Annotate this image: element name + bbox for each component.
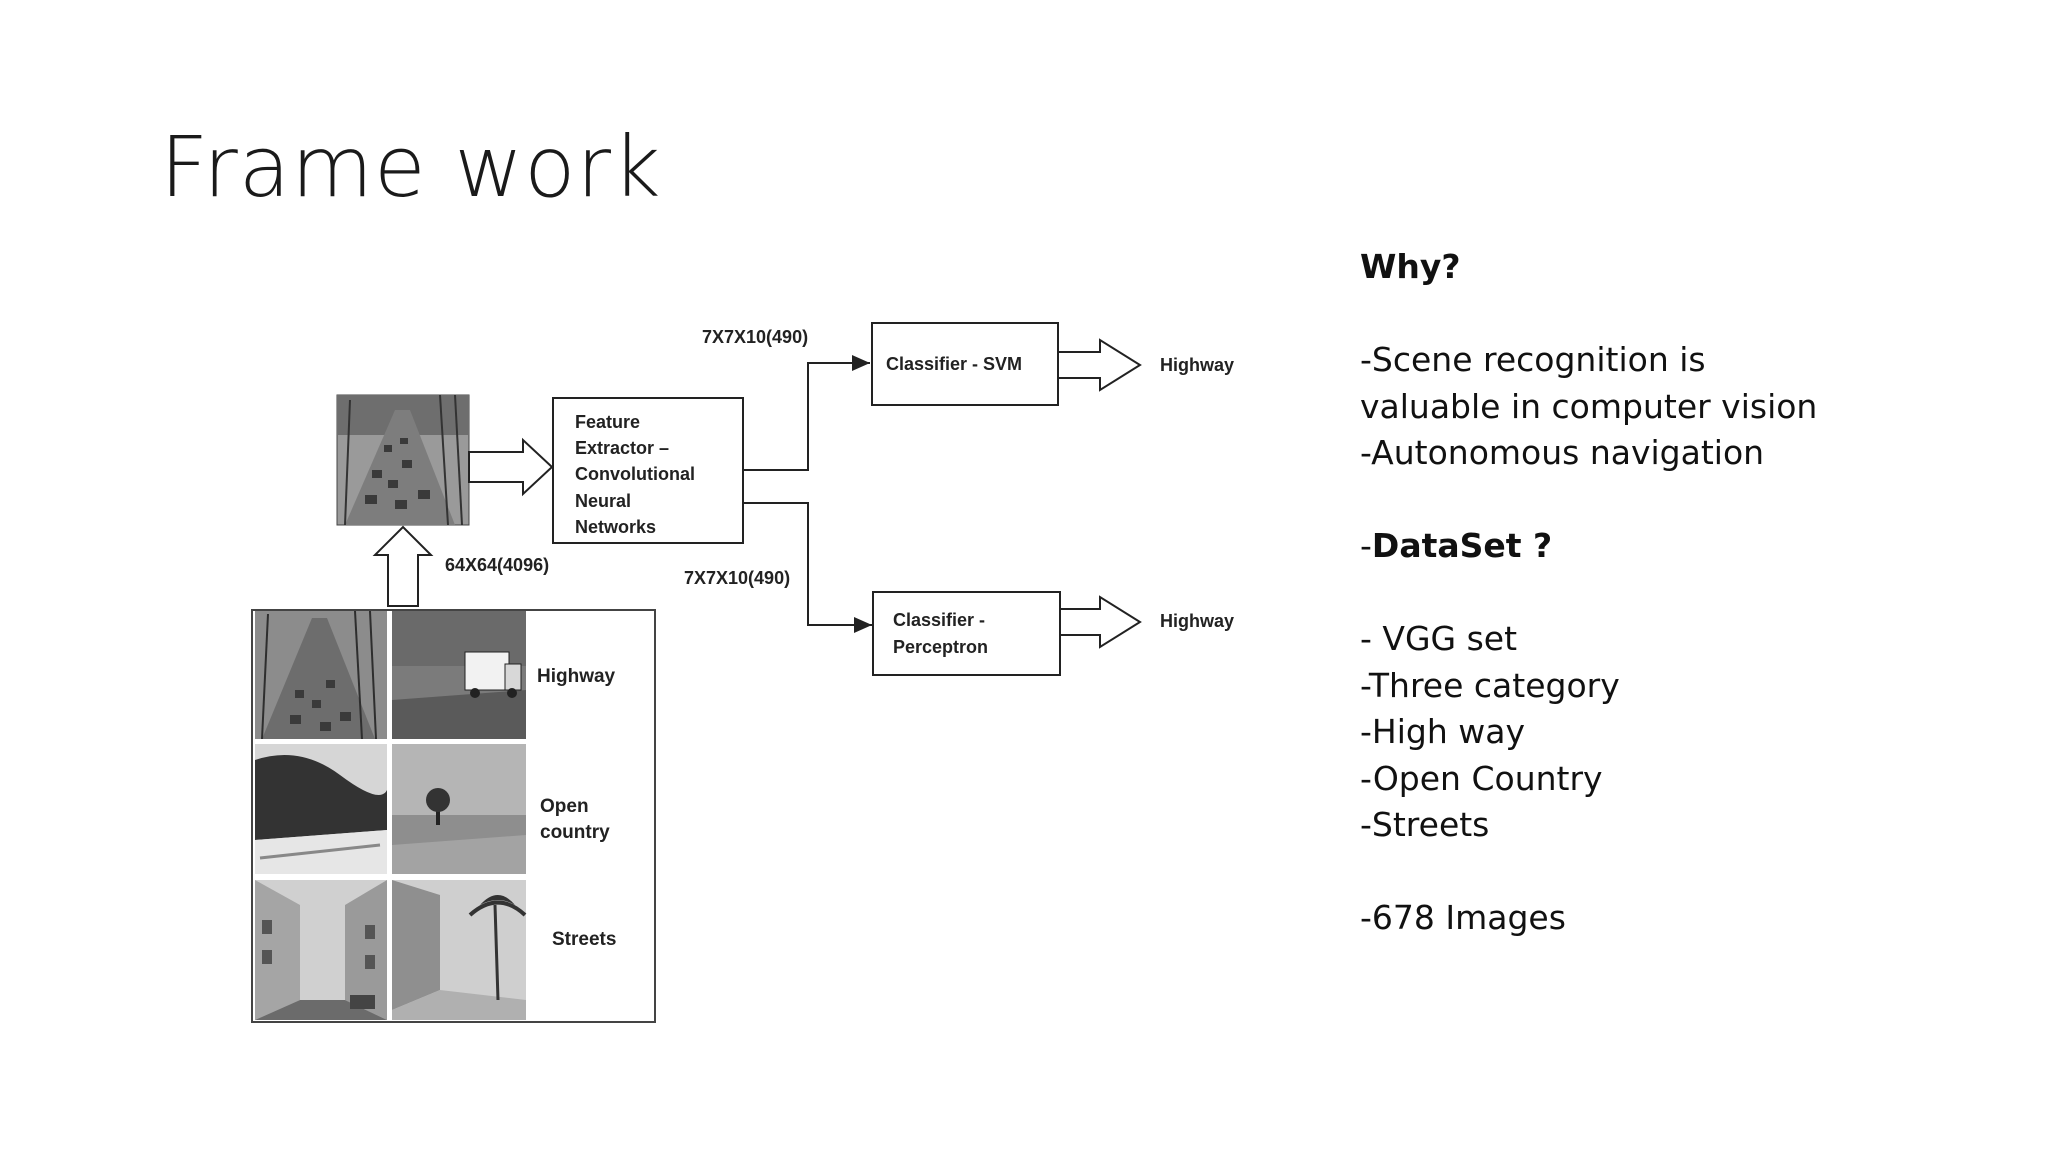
dataset-point: -High way [1360,712,1525,751]
slide-title: Frame work [160,118,662,216]
dataset-arrow [372,525,434,607]
highway-image-2 [392,611,526,739]
feature-extractor-box: Feature Extractor – Convolutional Neural… [552,397,744,544]
svm-connector [743,355,870,471]
category-open-country: Open [540,796,589,817]
dataset-prefix: - [1360,526,1372,565]
image-count: -678 Images [1360,898,1566,937]
notes-panel: Why? -Scene recognition is valuable in c… [1360,244,2000,942]
category-streets: Streets [552,929,616,950]
feature-extractor-line: Convolutional [575,464,695,484]
category-open-country: country [540,822,610,843]
perceptron-label-line: Perceptron [893,637,988,657]
classifier-perceptron-box: Classifier - Perceptron [872,591,1061,676]
spacer [1360,291,2000,338]
perceptron-label-line: Classifier - [893,610,985,630]
svm-feature-label: 7X7X10(490) [702,327,808,347]
highway-image-1 [255,610,387,740]
svm-output-label: Highway [1160,355,1234,375]
input-highway-image [336,394,470,526]
perceptron-connector [743,502,872,633]
streets-image-2 [392,880,527,1020]
feature-extractor-line: Extractor – [575,438,669,458]
category-highway: Highway [537,666,616,687]
spacer [1360,477,2000,524]
perceptron-feature-label: 7X7X10(490) [684,568,790,588]
svm-label: Classifier - SVM [886,354,1022,374]
dataset-heading-line: -DataSet ? [1360,523,2000,570]
why-heading: Why? [1360,247,1461,286]
spacer [1360,849,2000,896]
dataset-point: -Open Country [1360,758,1603,798]
why-point: -Autonomous navigation [1360,433,1765,472]
dataset-point: - VGG set [1360,619,1518,658]
why-point: valuable in computer vision [1360,386,1818,426]
dataset-grid: Highway Open country Streets [251,609,656,1023]
open-country-image-2 [392,744,526,874]
feature-extractor-line: Neural [575,491,631,511]
input-arrow [468,437,554,497]
perceptron-output-label: Highway [1160,611,1234,631]
dataset-heading: DataSet ? [1371,526,1553,565]
streets-image-1 [255,880,387,1020]
spacer [1360,570,2000,617]
perceptron-output-arrow [1059,595,1142,649]
input-size-label: 64X64(4096) [445,555,549,575]
dataset-point: -Three category [1360,665,1620,705]
feature-extractor-line: Networks [575,517,656,537]
svm-output-arrow [1057,338,1142,392]
why-point: -Scene recognition is [1360,340,1706,379]
feature-extractor-line: Feature [575,412,640,432]
open-country-image-1 [255,744,387,874]
classifier-svm-box: Classifier - SVM [871,322,1059,406]
dataset-point: -Streets [1360,805,1490,844]
